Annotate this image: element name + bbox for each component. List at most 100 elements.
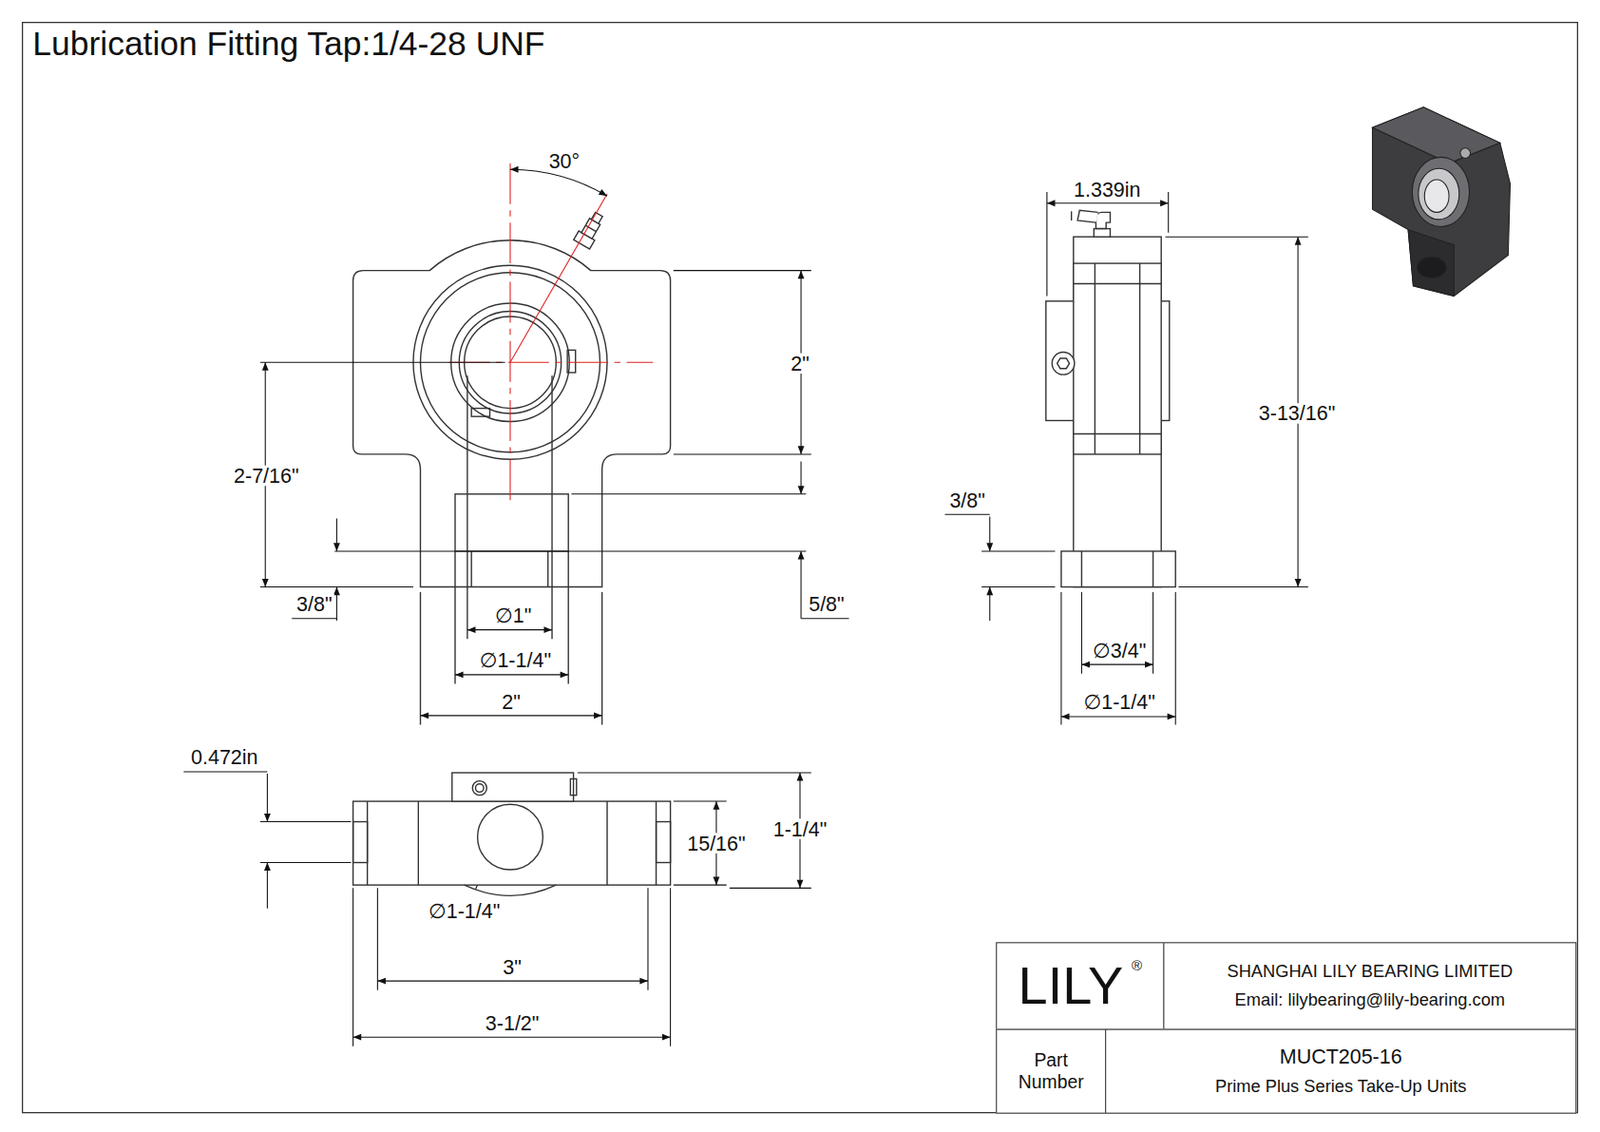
iso-picture [1418, 168, 1460, 220]
dimension-lines [673, 269, 812, 271]
dimension-lines [989, 515, 991, 552]
title-block-text: Email: lilybearing@lily-bearing.com [1230, 990, 1509, 1010]
dimension-lines [419, 714, 602, 716]
dimension-lines [571, 493, 806, 495]
drawing-title: Lubrication Fitting Tap:1/4-28 UNF [32, 26, 545, 60]
front-view [353, 209, 671, 725]
center-lines [509, 163, 511, 500]
side-view [1077, 209, 1098, 223]
side-view [1057, 358, 1070, 369]
dimension-lines [981, 550, 1055, 552]
top-view [477, 803, 544, 870]
front-view [470, 551, 472, 588]
top-view [570, 778, 576, 795]
dimension-lines [800, 617, 849, 619]
dimension-lines [945, 514, 991, 515]
side-view [1073, 263, 1162, 455]
dimension-lines [1081, 591, 1083, 674]
dimension-lines [266, 773, 268, 821]
dimension-lines [353, 1036, 671, 1038]
dimension-label: 0.472in [189, 746, 261, 767]
title-block-cell: MUCT205-16Prime Plus Series Take-Up Unit… [1104, 1028, 1577, 1114]
title-block-text: MUCT205-16 [1275, 1045, 1407, 1069]
dimension-lines [334, 550, 806, 552]
center-lines [449, 163, 654, 500]
dimension-lines [352, 887, 354, 1046]
dimension-label: 5/8" [806, 593, 847, 614]
front-view [419, 591, 421, 725]
dimension-lines [1047, 202, 1169, 204]
iso-picture [1408, 229, 1454, 297]
top-view [353, 800, 671, 885]
dimension-lines [1167, 191, 1169, 233]
dimension-lines [800, 460, 802, 494]
dimension-lines [183, 770, 267, 772]
dimension-lines [1175, 591, 1177, 725]
side-view [1073, 236, 1162, 587]
top-view [475, 783, 484, 793]
dimension-lines [266, 862, 268, 909]
dimension-label: 3/8" [947, 490, 988, 511]
top-view [472, 780, 487, 796]
sheet-border [22, 22, 1579, 1113]
dimension-label: 3/8" [294, 593, 335, 614]
front-view [454, 551, 456, 685]
dimension-lines [1060, 591, 1062, 725]
title-block-text: Prime Plus Series Take-Up Units [1211, 1076, 1471, 1097]
front-view [567, 349, 576, 373]
title-block-text: Part Number [996, 1049, 1105, 1092]
dimension-lines [510, 169, 608, 196]
dimension-lines [800, 551, 802, 619]
title-block-cell: SHANGHAI LILY BEARING LIMITEDEmail: lily… [1162, 941, 1577, 1029]
side-view [1070, 210, 1072, 221]
side-view [1073, 433, 1162, 435]
dimension-lines [291, 617, 337, 619]
side-view [1061, 551, 1176, 588]
dimension-label: 3" [500, 955, 524, 976]
iso-picture [1372, 107, 1501, 164]
dimension-label: 2-7/16" [231, 465, 302, 486]
dimension-label: 3-1/2" [483, 1011, 542, 1032]
front-view [601, 591, 603, 725]
dimension-label: ∅1-1/4" [477, 649, 554, 670]
dimension-label: ∅1-1/4" [1081, 691, 1158, 712]
dimension-label: 2" [499, 691, 523, 712]
side-view [1152, 551, 1154, 588]
front-view [353, 240, 671, 588]
registered-mark: ® [1127, 956, 1147, 973]
dimension-lines [260, 361, 506, 363]
dimension-lines [981, 586, 1055, 588]
iso-picture [1372, 107, 1511, 297]
dimension-lines [1046, 191, 1048, 297]
dimension-lines [673, 453, 812, 455]
center-lines [510, 193, 608, 362]
iso-picture [1424, 179, 1449, 212]
dimension-lines [729, 887, 812, 889]
dimension-label: 15/16" [685, 832, 748, 853]
front-view [568, 551, 570, 685]
dimension-lines [989, 587, 991, 621]
side-view [1139, 263, 1141, 455]
dimension-label: 2" [788, 353, 812, 374]
dimension-lines [183, 169, 1309, 1047]
iso-picture [1411, 156, 1469, 227]
side-view [1051, 352, 1075, 376]
dimension-label: 30° [547, 151, 583, 172]
iso-picture [1372, 107, 1511, 297]
top-view [464, 884, 557, 896]
dimension-lines [260, 820, 352, 822]
title-block-cell: LILY® [995, 941, 1164, 1029]
front-view [466, 375, 468, 639]
side-view [1071, 209, 1111, 237]
dimension-lines [1152, 591, 1154, 674]
dimension-lines [377, 887, 379, 990]
side-view [1081, 551, 1083, 588]
company-logo: LILY [1013, 954, 1127, 1016]
dimension-lines [673, 884, 727, 886]
dimension-label: 1.339in [1071, 179, 1143, 200]
front-view [547, 551, 549, 588]
top-view [418, 800, 420, 885]
dimension-lines [1164, 236, 1308, 238]
top-view [606, 800, 608, 885]
dimension-lines [673, 800, 727, 802]
